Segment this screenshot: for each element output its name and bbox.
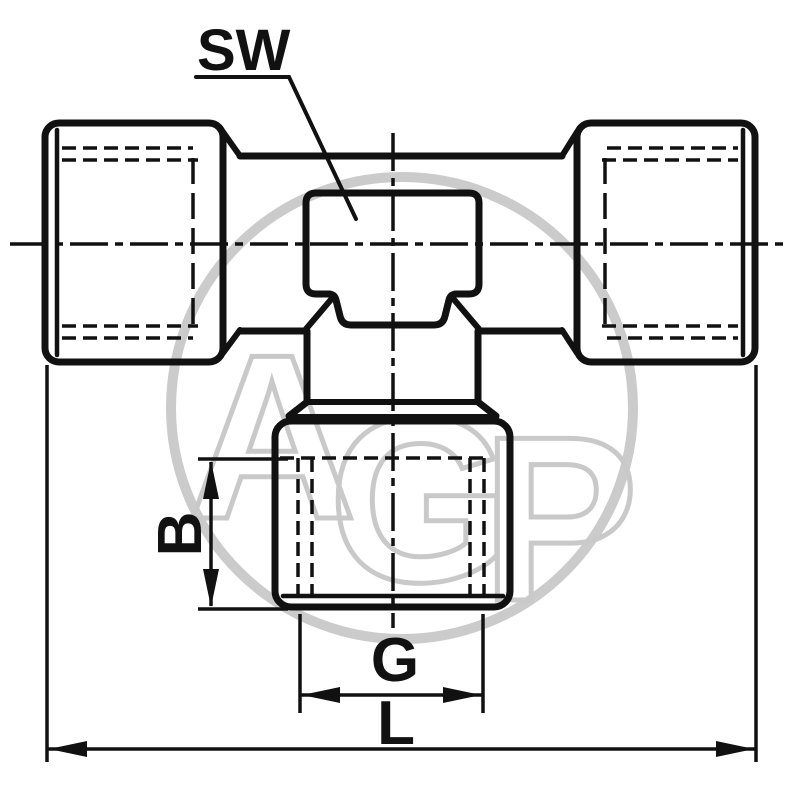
- bottom-branch: [271, 327, 514, 611]
- cone-edge: [220, 129, 243, 159]
- dimension-g: G: [298, 614, 485, 713]
- branch-body-outline: [271, 417, 514, 611]
- watermark-circle: [166, 172, 638, 644]
- centerlines: [10, 133, 790, 628]
- dimension-sw: SW: [194, 18, 358, 221]
- b-dimension-label: B: [146, 512, 215, 557]
- arrowhead-down: [203, 569, 219, 607]
- cone-edge: [559, 327, 580, 356]
- wrench-flat-edge: [303, 293, 337, 332]
- flange-slope: [474, 398, 500, 420]
- arrowhead-right: [443, 687, 481, 703]
- flange-slope: [285, 398, 311, 420]
- dimension-l: L: [45, 365, 758, 762]
- arrowhead-up: [203, 461, 219, 499]
- right-nut-outline: [573, 119, 759, 366]
- right-nut: [559, 119, 759, 366]
- watermark: A G P: [166, 172, 641, 653]
- arrowhead-right: [716, 741, 754, 757]
- horizontal-neck: [236, 152, 566, 335]
- sw-leader-line: [194, 75, 358, 221]
- central-body: [302, 189, 483, 332]
- wrench-flat-edge: [448, 293, 482, 332]
- arrowhead-left: [302, 687, 340, 703]
- left-nut: [41, 119, 243, 366]
- left-nut-outline: [41, 119, 227, 366]
- sw-dimension-label: SW: [197, 18, 291, 83]
- g-dimension-label: G: [371, 626, 419, 695]
- cone-edge: [559, 129, 580, 159]
- cone-edge: [220, 327, 243, 356]
- dimension-b: B: [146, 457, 288, 611]
- l-dimension-label: L: [377, 689, 415, 758]
- arrowhead-left: [49, 741, 87, 757]
